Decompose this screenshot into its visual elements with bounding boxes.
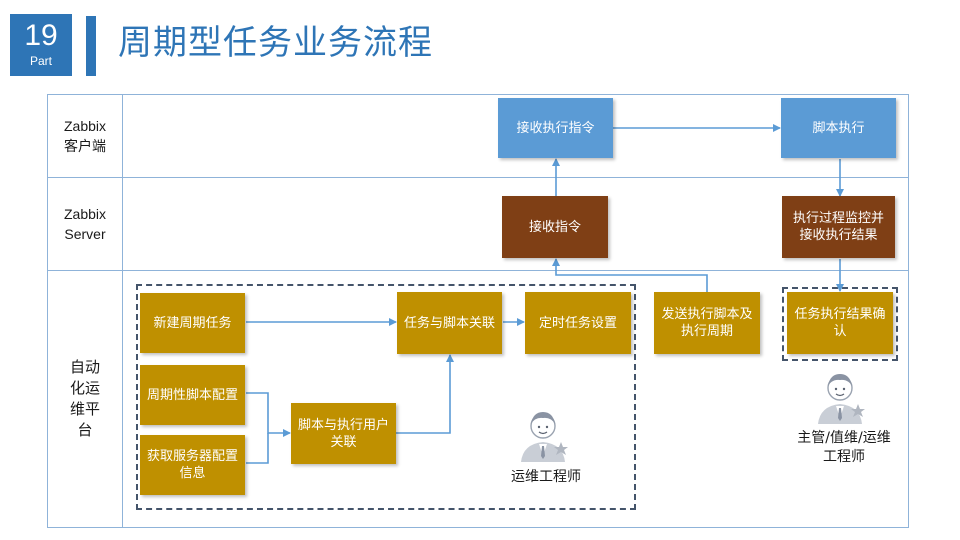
box-periodic-script-config: 周期性脚本配置 [140,365,245,425]
lane-label-divider [122,94,123,528]
box-script-user-link: 脚本与执行用户关联 [291,403,396,464]
box-receive-exec-cmd: 接收执行指令 [498,98,613,158]
part-label: Part [29,54,52,68]
lane-label-platform-line3: 维平 [69,401,100,418]
lane-divider-1 [47,177,909,178]
lane-label-client-line1: Zabbix [63,118,107,134]
lane-label-platform-line2: 化运 [69,380,100,397]
lane-label-platform: 自动 化运 维平 台 [48,271,122,527]
box-get-server-config: 获取服务器配置信息 [140,435,245,495]
box-exec-monitor: 执行过程监控并接收执行结果 [782,196,895,258]
swimlane-frame [47,94,909,528]
ops-engineer-icon [521,412,568,462]
supervisor-caption: 主管/值维/运维工程师 [797,430,891,465]
ops-engineer-caption: 运维工程师 [511,469,581,485]
page-title: 周期型任务业务流程 [118,23,433,63]
lane-label-platform-line1: 自动 [69,359,100,376]
lane-label-server-line2: Server [64,226,106,242]
lane-divider-2 [47,270,909,271]
lane-label-client: Zabbix 客户端 [48,95,122,177]
lane-label-server-line1: Zabbix [63,206,107,222]
lane-label-server: Zabbix Server [48,178,122,270]
box-task-result-confirm: 任务执行结果确认 [787,292,893,354]
part-number: 19 [24,19,58,52]
ops-engineer-group [136,284,636,510]
box-timed-task-setting: 定时任务设置 [525,292,631,354]
title-accent-bar [86,16,96,76]
box-new-periodic-task: 新建周期任务 [140,293,245,353]
box-script-exec: 脚本执行 [781,98,896,158]
box-send-script-period: 发送执行脚本及执行周期 [654,292,760,354]
supervisor-icon [818,374,865,424]
lane-label-client-line2: 客户端 [64,138,106,154]
box-task-script-link: 任务与脚本关联 [397,292,502,354]
lane-label-platform-line4: 台 [77,422,93,439]
part-badge: 19 Part [10,14,72,76]
box-receive-cmd: 接收指令 [502,196,608,258]
